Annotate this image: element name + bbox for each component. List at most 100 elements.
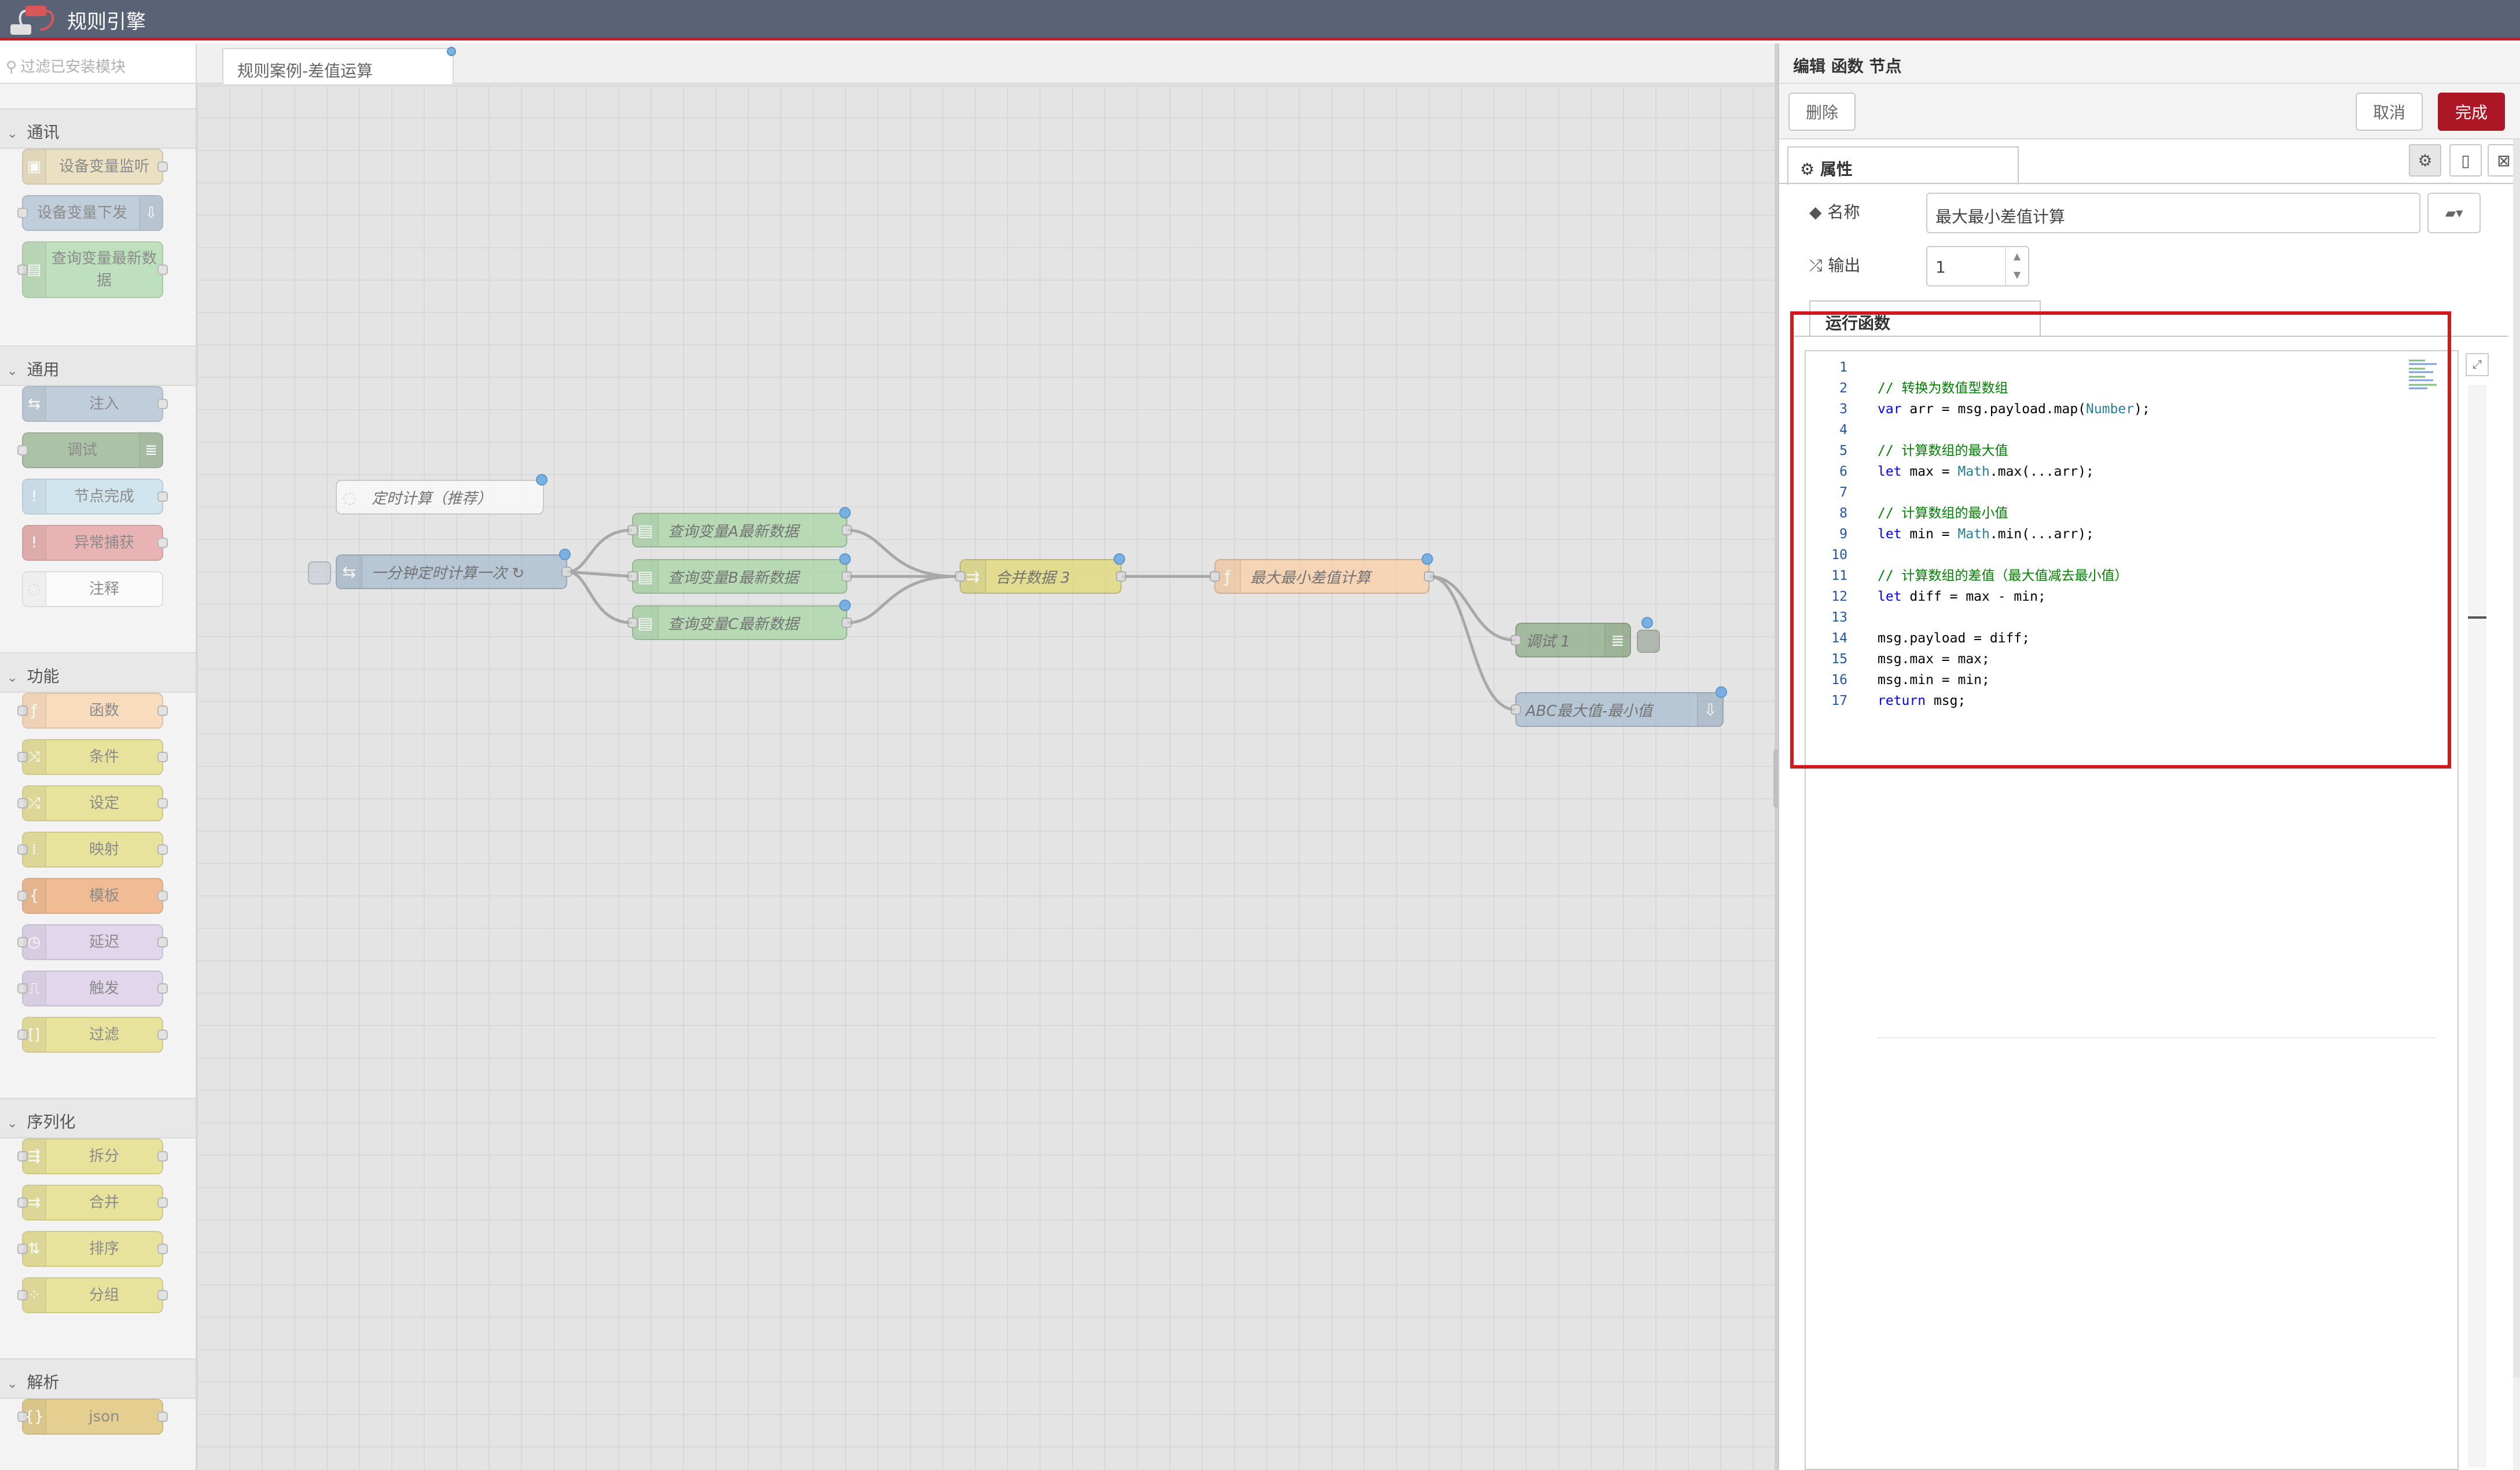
- palette-search-input[interactable]: ⚲过滤已安装模块: [0, 43, 196, 84]
- flow-node-comment[interactable]: ◌ 定时计算（推荐）: [336, 474, 548, 514]
- input-port[interactable]: [17, 1412, 28, 1422]
- delete-button[interactable]: 删除: [1788, 93, 1856, 131]
- outputs-stepper[interactable]: 1 ▲▼: [1926, 246, 2029, 286]
- flow-tab[interactable]: 规则案例-差值运算: [222, 47, 456, 84]
- output-port[interactable]: [157, 1290, 168, 1300]
- name-input[interactable]: 最大最小差值计算: [1926, 193, 2420, 233]
- input-port[interactable]: [17, 1030, 28, 1040]
- code-line[interactable]: 8// 计算数组的最小值: [1806, 503, 2457, 524]
- library-button[interactable]: ▰▾: [2427, 193, 2481, 233]
- palette-node-device-listen[interactable]: ▣ 设备变量监听: [22, 149, 168, 185]
- input-port[interactable]: [17, 891, 28, 901]
- palette-node-join[interactable]: ⇉ 合并: [17, 1185, 168, 1221]
- output-port[interactable]: [157, 538, 168, 548]
- code-line[interactable]: 4: [1806, 420, 2457, 440]
- palette-node-catch[interactable]: ! 异常捕获: [22, 525, 168, 561]
- flow-node-join[interactable]: ⇉ 合并数据 3: [955, 553, 1126, 594]
- input-port[interactable]: [627, 571, 638, 582]
- output-port[interactable]: [842, 525, 852, 535]
- output-port[interactable]: [561, 567, 572, 577]
- palette-node-batch[interactable]: ⁘ 分组: [17, 1277, 168, 1313]
- flow-node-debug[interactable]: 调试 1 ≣: [1511, 617, 1660, 657]
- code-line[interactable]: 1: [1806, 357, 2457, 378]
- flow-node-query-b[interactable]: ▤ 查询变量B最新数据: [627, 553, 852, 594]
- output-port[interactable]: [157, 844, 168, 855]
- output-port[interactable]: [157, 798, 168, 808]
- code-line[interactable]: 5// 计算数组的最大值: [1806, 440, 2457, 461]
- input-port[interactable]: [17, 1244, 28, 1254]
- output-port[interactable]: [157, 705, 168, 716]
- flow-node-device-send[interactable]: ABC最大值-最小值 ⇩: [1511, 686, 1727, 727]
- output-port[interactable]: [157, 161, 168, 172]
- palette-node-complete[interactable]: ! 节点完成: [22, 479, 168, 514]
- palette-category-function[interactable]: ⌄功能: [0, 652, 196, 693]
- input-port[interactable]: [17, 705, 28, 716]
- palette-node-query-latest[interactable]: ▤ 查询变量最新数据: [17, 241, 168, 298]
- palette-node-filter[interactable]: [] 过滤: [17, 1017, 168, 1053]
- palette-node-switch[interactable]: ⤨ 条件: [17, 739, 168, 775]
- palette-node-comment[interactable]: ◌ 注释: [22, 571, 163, 607]
- code-line[interactable]: 2// 转换为数值型数组: [1806, 378, 2457, 399]
- palette-node-json[interactable]: {} json: [17, 1399, 168, 1435]
- debug-toggle-button[interactable]: [1637, 630, 1660, 653]
- flow-node-query-a[interactable]: ▤ 查询变量A最新数据: [627, 507, 852, 547]
- code-minimap[interactable]: [2408, 357, 2448, 392]
- palette-node-sort[interactable]: ⇅ 排序: [17, 1231, 168, 1267]
- palette-node-split[interactable]: ⇶ 拆分: [17, 1138, 168, 1174]
- palette-category-sequence[interactable]: ⌄序列化: [0, 1098, 196, 1138]
- input-port[interactable]: [17, 1290, 28, 1300]
- tab-function-code[interactable]: 运行函数: [1809, 300, 2041, 336]
- output-port[interactable]: [157, 752, 168, 762]
- code-line[interactable]: 13: [1806, 607, 2457, 628]
- output-port[interactable]: [157, 1244, 168, 1254]
- splitter-grip[interactable]: [1773, 749, 1779, 807]
- output-port[interactable]: [157, 891, 168, 901]
- cancel-button[interactable]: 取消: [2356, 93, 2423, 131]
- input-port[interactable]: [955, 571, 965, 582]
- output-port[interactable]: [157, 1030, 168, 1040]
- input-port[interactable]: [1210, 571, 1220, 582]
- input-port[interactable]: [17, 983, 28, 994]
- tray-scrollbar[interactable]: [2513, 139, 2520, 1470]
- input-port[interactable]: [17, 1197, 28, 1208]
- input-port[interactable]: [17, 1151, 28, 1162]
- done-button[interactable]: 完成: [2438, 93, 2505, 131]
- tab-properties[interactable]: ⚙ 属性: [1787, 146, 2019, 185]
- input-port[interactable]: [17, 844, 28, 855]
- palette-category-comm[interactable]: ⌄通讯: [0, 108, 196, 149]
- output-port[interactable]: [1116, 571, 1126, 582]
- palette-category-parser[interactable]: ⌄解析: [0, 1358, 196, 1399]
- input-port[interactable]: [17, 798, 28, 808]
- input-port[interactable]: [17, 208, 28, 218]
- output-port[interactable]: [842, 571, 852, 582]
- flow-node-query-c[interactable]: ▤ 查询变量C最新数据: [627, 600, 852, 640]
- output-port[interactable]: [157, 399, 168, 409]
- flow-canvas[interactable]: ◌ 定时计算（推荐） ⇆ 一分钟定时计算一次 ↻ ▤ 查询变量A最新数据 ▤ 查…: [197, 85, 1776, 1470]
- palette-node-device-send[interactable]: 设备变量下发 ⇩: [17, 195, 163, 231]
- input-port[interactable]: [1511, 635, 1521, 645]
- palette-node-debug[interactable]: 调试 ≣: [17, 432, 163, 468]
- palette-category-common[interactable]: ⌄通用: [0, 346, 196, 386]
- output-port[interactable]: [842, 618, 852, 628]
- editor-scrollbar[interactable]: [2468, 385, 2486, 1467]
- output-port[interactable]: [157, 491, 168, 502]
- output-port[interactable]: [1424, 571, 1434, 582]
- output-port[interactable]: [157, 1197, 168, 1208]
- code-line[interactable]: 7: [1806, 482, 2457, 503]
- output-port[interactable]: [157, 1151, 168, 1162]
- input-port[interactable]: [1511, 704, 1521, 715]
- input-port[interactable]: [627, 618, 638, 628]
- expand-editor-button[interactable]: ⤢: [2466, 353, 2489, 376]
- input-port[interactable]: [17, 752, 28, 762]
- flow-node-inject[interactable]: ⇆ 一分钟定时计算一次 ↻: [308, 549, 572, 589]
- palette-node-trigger[interactable]: ⎍ 触发: [17, 971, 168, 1006]
- inject-trigger-button[interactable]: [308, 561, 331, 585]
- panel-splitter[interactable]: [1773, 43, 1779, 1470]
